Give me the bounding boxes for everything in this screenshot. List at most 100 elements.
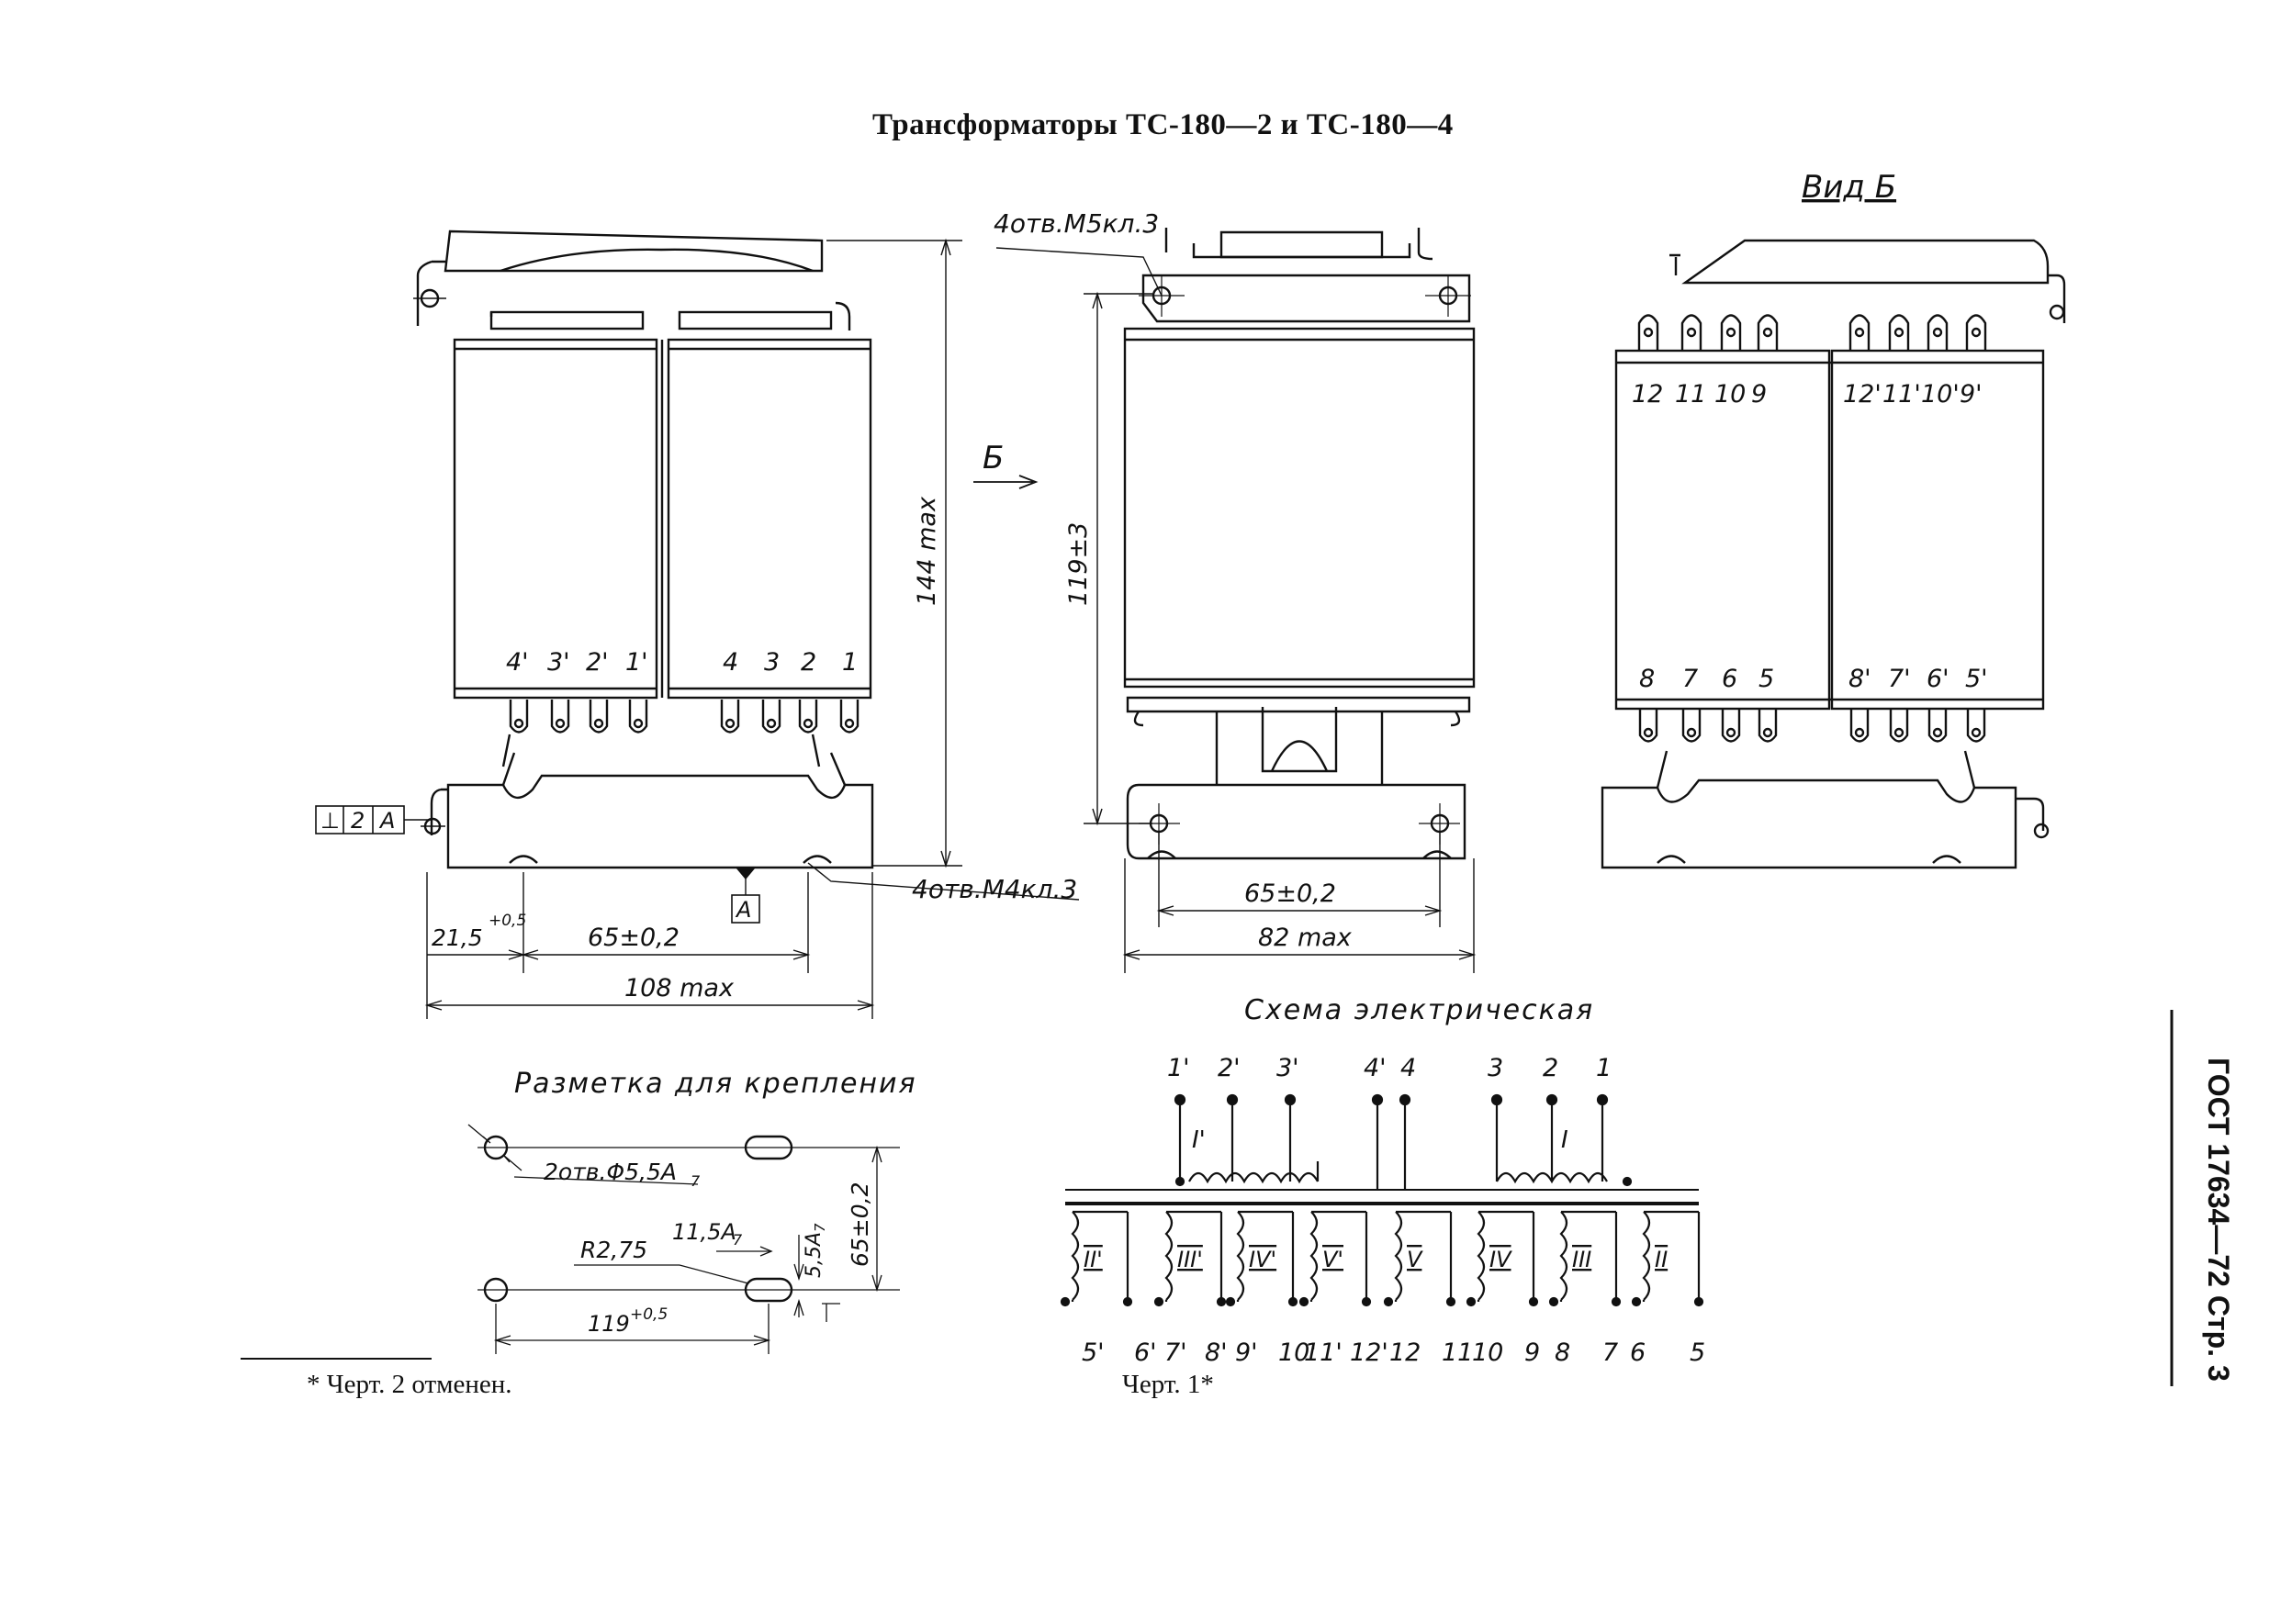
schematic-terminal-label: 4 [1400,1054,1416,1082]
side-pitch-dim: 65±0,2 [1244,879,1336,908]
schematic-terminal-label: 1' [1167,1054,1190,1082]
terminal-lug [1888,314,1910,351]
mount-base-tol: +0,5 [630,1305,668,1324]
datum-frame-ref: A [378,808,395,834]
terminal-lug [509,700,529,734]
terminal-label: 5 [1758,665,1774,693]
terminal-label: 4' [506,648,529,677]
terminal-label: 8' [1848,665,1871,693]
terminal-label: 7' [1888,665,1911,693]
terminal-lug [1848,314,1871,351]
winding-label: IV [1489,1247,1512,1272]
terminal-lug [1757,314,1779,351]
terminal-label: 8 [1639,665,1655,693]
terminal-label: 3' [547,648,570,677]
terminal-lug [550,700,570,734]
secondary-winding [1548,1210,1622,1307]
schematic-terminal-label: 11 [1442,1338,1473,1367]
schematic-terminal-label: 3' [1276,1054,1299,1082]
schematic-terminal-label: 9 [1524,1338,1540,1367]
schematic-terminal-label: 8 [1555,1338,1570,1367]
terminal-lug [589,700,609,734]
mount-pitch-dim: 65±0,2 [847,1182,873,1267]
side-top-holes-label: 4отв.M5кл.3 [994,208,1159,239]
side-width-dim: 82 max [1258,924,1353,952]
terminal-label: 6' [1927,665,1949,693]
terminal-label: 1' [625,648,648,677]
mounting-layout [467,1124,900,1354]
front-view [315,230,1080,1019]
schematic-terminal-label: 9' [1235,1338,1258,1367]
terminal-label: 1 [842,648,858,677]
terminal-label: 2 [801,648,816,677]
view-b-title: Вид Б [1802,169,1896,206]
front-offset-tol: +0,5 [489,912,526,930]
page-title: Трансформаторы ТС-180—2 и ТС-180—4 [872,108,1454,141]
terminal-lug [1637,314,1659,351]
mounting-title: Разметка для крепления [514,1068,917,1100]
schematic-terminal-label: 2' [1218,1054,1241,1082]
secondary-winding [1631,1210,1704,1307]
mount-holes-sub: 7 [691,1172,701,1190]
terminal-label: 11' [1882,380,1921,409]
arrow-b-label: Б [983,440,1004,476]
terminal-label: 10 [1714,380,1746,409]
datum-a-label: A [735,897,751,923]
winding-label: I' [1192,1126,1206,1154]
figure-caption: Черт. 1* [1122,1370,1214,1399]
winding-label: IV' [1249,1247,1276,1272]
schematic-terminal-label: 8' [1205,1338,1228,1367]
terminal-label: 12 [1632,380,1663,409]
datum-frame-sym: ⊥ [320,808,340,834]
winding-label: V' [1322,1247,1343,1272]
side-height-dim: 119±3 [1064,522,1093,606]
schematic-terminal-label: 10' [1278,1338,1317,1367]
terminal-label: 7 [1682,665,1698,693]
electrical-schematic [1060,1093,1704,1307]
front-pitch-dim: 65±0,2 [588,924,680,952]
mount-holes-label: 2отв.Φ5,5A [544,1159,677,1185]
secondary-winding [1466,1210,1539,1307]
winding-label: V [1407,1247,1423,1272]
terminal-lug [1889,709,1909,743]
secondary-winding [1298,1210,1372,1307]
terminal-label: 9 [1751,380,1767,409]
terminal-lug [1680,314,1702,351]
gost-sheet-label: ГОСТ 17634—72 Стр. 3 [2202,1058,2235,1382]
schematic-terminal-label: 5 [1690,1338,1705,1367]
terminal-lug [1927,709,1948,743]
secondary-winding [1383,1210,1456,1307]
terminal-lug [1681,709,1702,743]
terminal-lug [1849,709,1870,743]
side-view [995,228,1477,973]
terminal-label: 4 [723,648,738,677]
terminal-lug [1927,314,1949,351]
terminal-label: 2' [586,648,609,677]
front-holes-label: 4отв.M4кл.3 [912,874,1077,904]
schematic-terminal-label: 7' [1164,1338,1187,1367]
terminal-label: 11 [1675,380,1706,409]
mount-base-dim: 119 [588,1311,630,1337]
terminal-lug [720,700,740,734]
schematic-terminal-label: 7 [1602,1338,1618,1367]
schematic-terminal-label: 2 [1543,1054,1558,1082]
view-b [1601,239,2066,869]
terminal-label: 10' [1921,380,1960,409]
winding-label: III [1572,1247,1591,1272]
terminal-label: 5' [1965,665,1988,693]
mount-slot-w-sub: 7 [812,1223,828,1232]
schematic-terminal-label: 6 [1630,1338,1646,1367]
mount-slot-len: 11,5A [672,1219,736,1245]
winding-label: I [1561,1126,1568,1154]
terminal-lug [1758,709,1778,743]
schematic-terminal-label: 1 [1596,1054,1612,1082]
terminal-lug [1720,314,1742,351]
terminal-lug [628,700,648,734]
winding-label: II [1655,1247,1668,1272]
front-offset-dim: 21,5 [432,924,483,951]
gost-text: ГОСТ 17634—72 Стр. 3 [2202,1058,2235,1382]
schematic-title: Схема электрическая [1244,994,1594,1026]
terminal-lug [761,700,781,734]
terminal-label: 9' [1960,380,1983,409]
terminal-label: 12' [1843,380,1882,409]
